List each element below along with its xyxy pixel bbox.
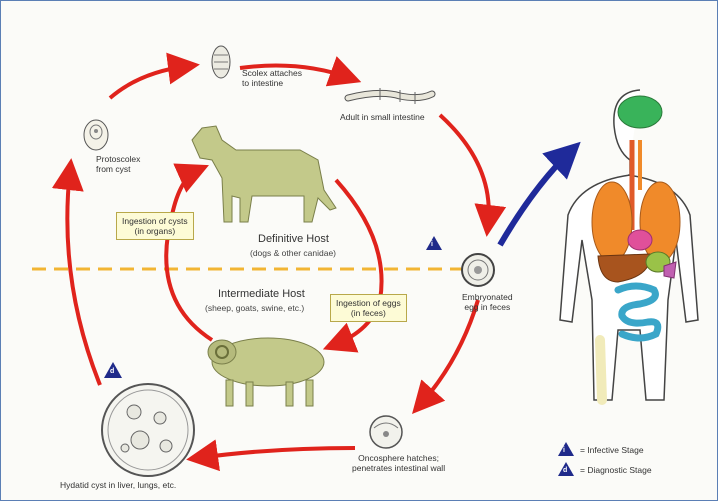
arrow-cyst-to-protoscolex xyxy=(67,170,100,385)
intermediate-host-subtitle: (sheep, goats, swine, etc.) xyxy=(205,303,304,313)
ingestion-cysts-box: Ingestion of cysts (in organs) xyxy=(116,212,194,240)
legend-diagnostic-label: = Diagnostic Stage xyxy=(580,464,652,476)
embryonated-egg-label: Embryonated egg in feces xyxy=(462,292,513,312)
adult-worm-illustration xyxy=(348,88,432,104)
heart-organ xyxy=(628,230,652,250)
oncosphere-illustration xyxy=(370,416,402,448)
scolex-illustration xyxy=(212,46,230,78)
hydatid-cyst-illustration xyxy=(102,384,194,476)
human-figure-illustration xyxy=(560,90,698,400)
arrow-egg-to-oncosphere xyxy=(420,300,478,405)
legend-diagnostic-letter: d xyxy=(563,466,567,476)
hydatid-cyst-label: Hydatid cyst in liver, lungs, etc. xyxy=(60,480,176,490)
adult-label: Adult in small intestine xyxy=(340,112,425,122)
dog-illustration xyxy=(192,126,336,222)
protoscolex-label: Protoscolex from cyst xyxy=(96,154,140,174)
sheep-illustration xyxy=(208,338,324,406)
arrow-sheep-to-dog xyxy=(166,170,212,340)
arrow-adult-to-egg xyxy=(440,115,489,225)
ingestion-eggs-box: Ingestion of eggs (in feces) xyxy=(330,294,407,322)
intermediate-host-title: Intermediate Host xyxy=(218,288,305,300)
left-lung-organ xyxy=(592,182,632,262)
scolex-label: Scolex attaches to intestine xyxy=(242,68,302,88)
embryonated-egg-illustration xyxy=(462,254,494,286)
infective-marker-letter: i xyxy=(431,240,433,250)
protoscolex-illustration xyxy=(84,120,108,150)
infective-stage-marker xyxy=(426,236,442,250)
diagnostic-marker-letter: d xyxy=(110,367,114,377)
oncosphere-label: Oncosphere hatches; penetrates intestina… xyxy=(352,453,445,473)
legend-infective-letter: i xyxy=(563,446,565,456)
bone-illustration xyxy=(600,340,602,400)
arrow-oncosphere-to-cyst xyxy=(198,448,355,458)
arrow-protoscolex-to-scolex xyxy=(110,66,188,98)
definitive-host-title: Definitive Host xyxy=(258,233,329,245)
definitive-host-subtitle: (dogs & other canidae) xyxy=(250,248,336,258)
right-lung-organ xyxy=(640,182,680,262)
legend-infective-label: = Infective Stage xyxy=(580,444,644,456)
arrow-egg-to-human xyxy=(500,150,572,245)
brain-organ xyxy=(618,96,662,128)
legend-infective-marker xyxy=(558,442,574,456)
